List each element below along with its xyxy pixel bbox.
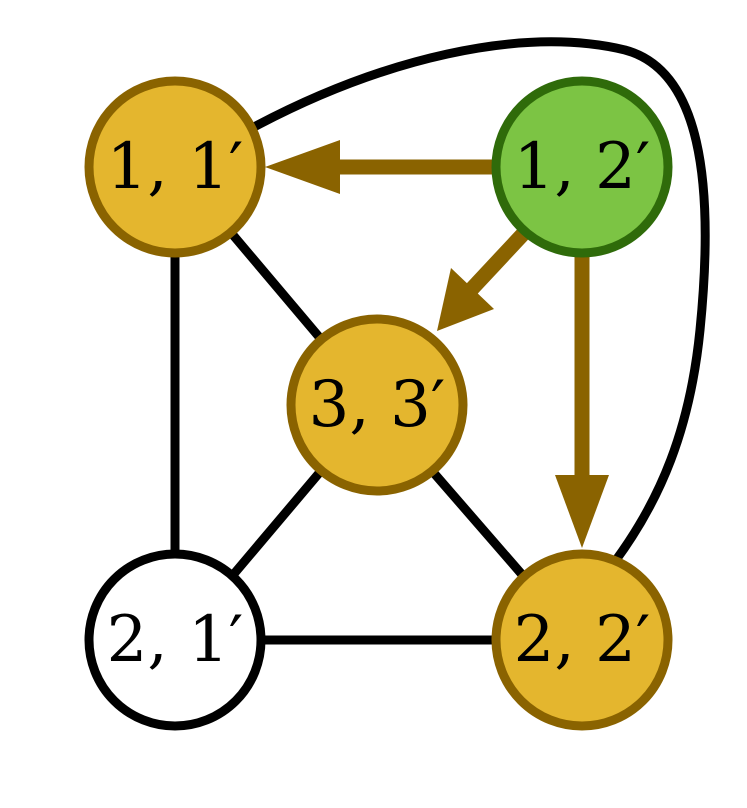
node-2-1prime-label: 2, 1′ [107,603,244,677]
edge-33-21 [228,467,325,580]
node-1-1prime-circle [84,76,266,258]
node-3-3prime: 3, 3′ [286,314,468,496]
node-3-3prime-label: 3, 3′ [309,368,446,442]
node-1-2prime: 1, 2′ [491,76,673,258]
node-1-1prime-label: 1, 1′ [107,130,244,204]
edge-11-22-curved [249,37,710,565]
arrow-12-to-22 [555,253,609,548]
nodes: 1, 1′ 1, 2′ 3, 3′ 2, 1′ 2, 2′ [84,76,673,731]
node-2-2prime-circle [491,549,673,731]
edge-11-33 [228,230,325,343]
node-1-1prime: 1, 1′ [84,76,266,258]
node-2-2prime-label: 2, 2′ [514,603,651,677]
node-2-2prime: 2, 2′ [491,549,673,731]
arrow-12-to-11-head [265,140,340,194]
arrow-12-to-11 [265,140,497,194]
arrow-12-to-33-head [437,268,494,331]
directed-edges [265,140,609,548]
edge-33-22 [428,467,530,583]
node-2-1prime: 2, 1′ [84,549,266,731]
node-1-2prime-label: 1, 2′ [514,130,651,204]
node-2-1prime-circle [84,549,266,731]
undirected-edges [170,37,710,645]
arrow-12-to-33 [437,227,530,331]
arrow-12-to-22-head [555,475,609,548]
node-1-2prime-circle [491,76,673,258]
node-3-3prime-circle [286,314,468,496]
arrow-12-to-33-shaft [462,227,530,299]
